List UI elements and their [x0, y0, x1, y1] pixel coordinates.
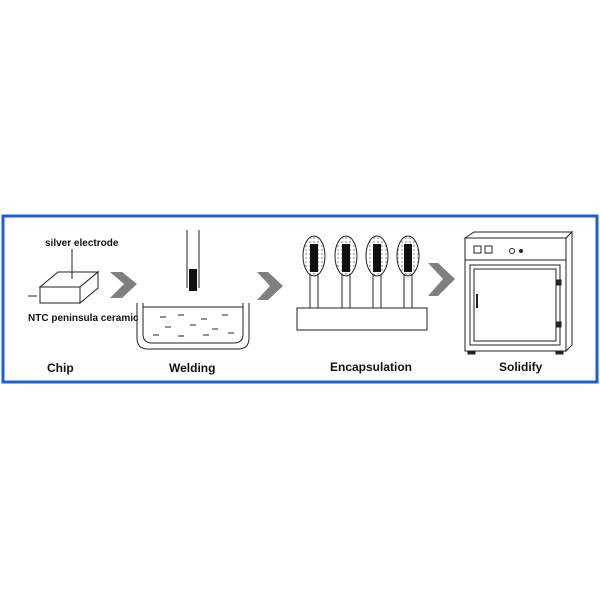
solder-liquid-dashes [153, 314, 234, 337]
encapsulated-thermistor [365, 235, 389, 308]
encapsulated-thermistor [334, 235, 358, 308]
encapsulated-thermistor [302, 235, 326, 308]
oven-icon [463, 230, 574, 355]
step-label-welding: Welding [169, 361, 215, 375]
encapsulated-thermistor [396, 235, 420, 308]
chip-icon [28, 249, 100, 305]
step-label-encapsulation: Encapsulation [330, 360, 412, 374]
step-label-solidify: Solidify [499, 360, 543, 374]
ntc-ceramic-label: NTC peninsula ceramic [28, 313, 139, 324]
arrow-right-icon [257, 272, 283, 300]
step-label-chip: Chip [47, 361, 74, 375]
welding-icon [136, 230, 250, 350]
arrow-right-icon [428, 263, 455, 296]
encapsulation-icon [296, 235, 428, 331]
arrow-right-icon [110, 272, 137, 298]
silver-electrode-label: silver electrode [45, 238, 119, 249]
